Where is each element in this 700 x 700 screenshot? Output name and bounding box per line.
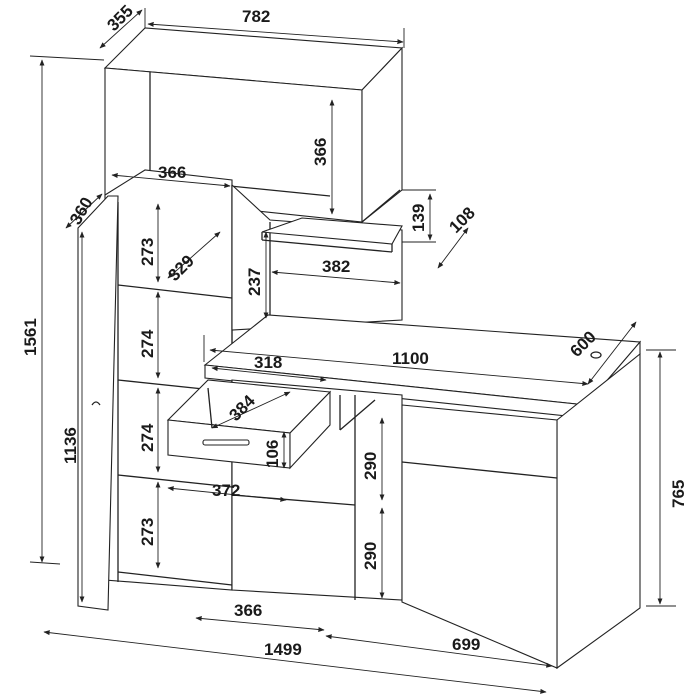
dim-274-upper: 274 xyxy=(138,329,157,358)
dim-366-height: 366 xyxy=(311,138,330,166)
dim-366-bottom: 366 xyxy=(234,601,262,620)
dim-108: 108 xyxy=(445,203,478,236)
middle-shelf-column xyxy=(231,183,403,331)
small-shelf xyxy=(261,217,403,245)
dim-372: 372 xyxy=(212,481,240,500)
dim-106: 106 xyxy=(263,440,282,468)
dim-237: 237 xyxy=(245,268,264,296)
dim-139: 139 xyxy=(409,204,428,232)
dim-382: 382 xyxy=(322,257,350,276)
dim-782: 782 xyxy=(242,7,270,26)
dim-274-lower: 274 xyxy=(138,423,157,452)
dim-290-upper: 290 xyxy=(361,452,380,480)
dim-1136: 1136 xyxy=(61,427,80,464)
furniture-body xyxy=(77,27,642,670)
dim-1100: 1100 xyxy=(392,349,429,368)
dim-273-lower: 273 xyxy=(138,518,157,546)
dim-1561: 1561 xyxy=(21,318,40,356)
dim-1499: 1499 xyxy=(264,640,302,659)
dim-290-lower: 290 xyxy=(361,542,380,570)
dim-355: 355 xyxy=(103,1,136,34)
drawer-handle xyxy=(202,439,250,446)
dim-699: 699 xyxy=(452,635,480,654)
dimension-lines xyxy=(29,8,676,694)
dim-765: 765 xyxy=(669,480,688,508)
dim-366-width: 366 xyxy=(158,163,186,182)
dim-273-upper: 273 xyxy=(138,238,157,266)
dim-318: 318 xyxy=(254,353,282,372)
